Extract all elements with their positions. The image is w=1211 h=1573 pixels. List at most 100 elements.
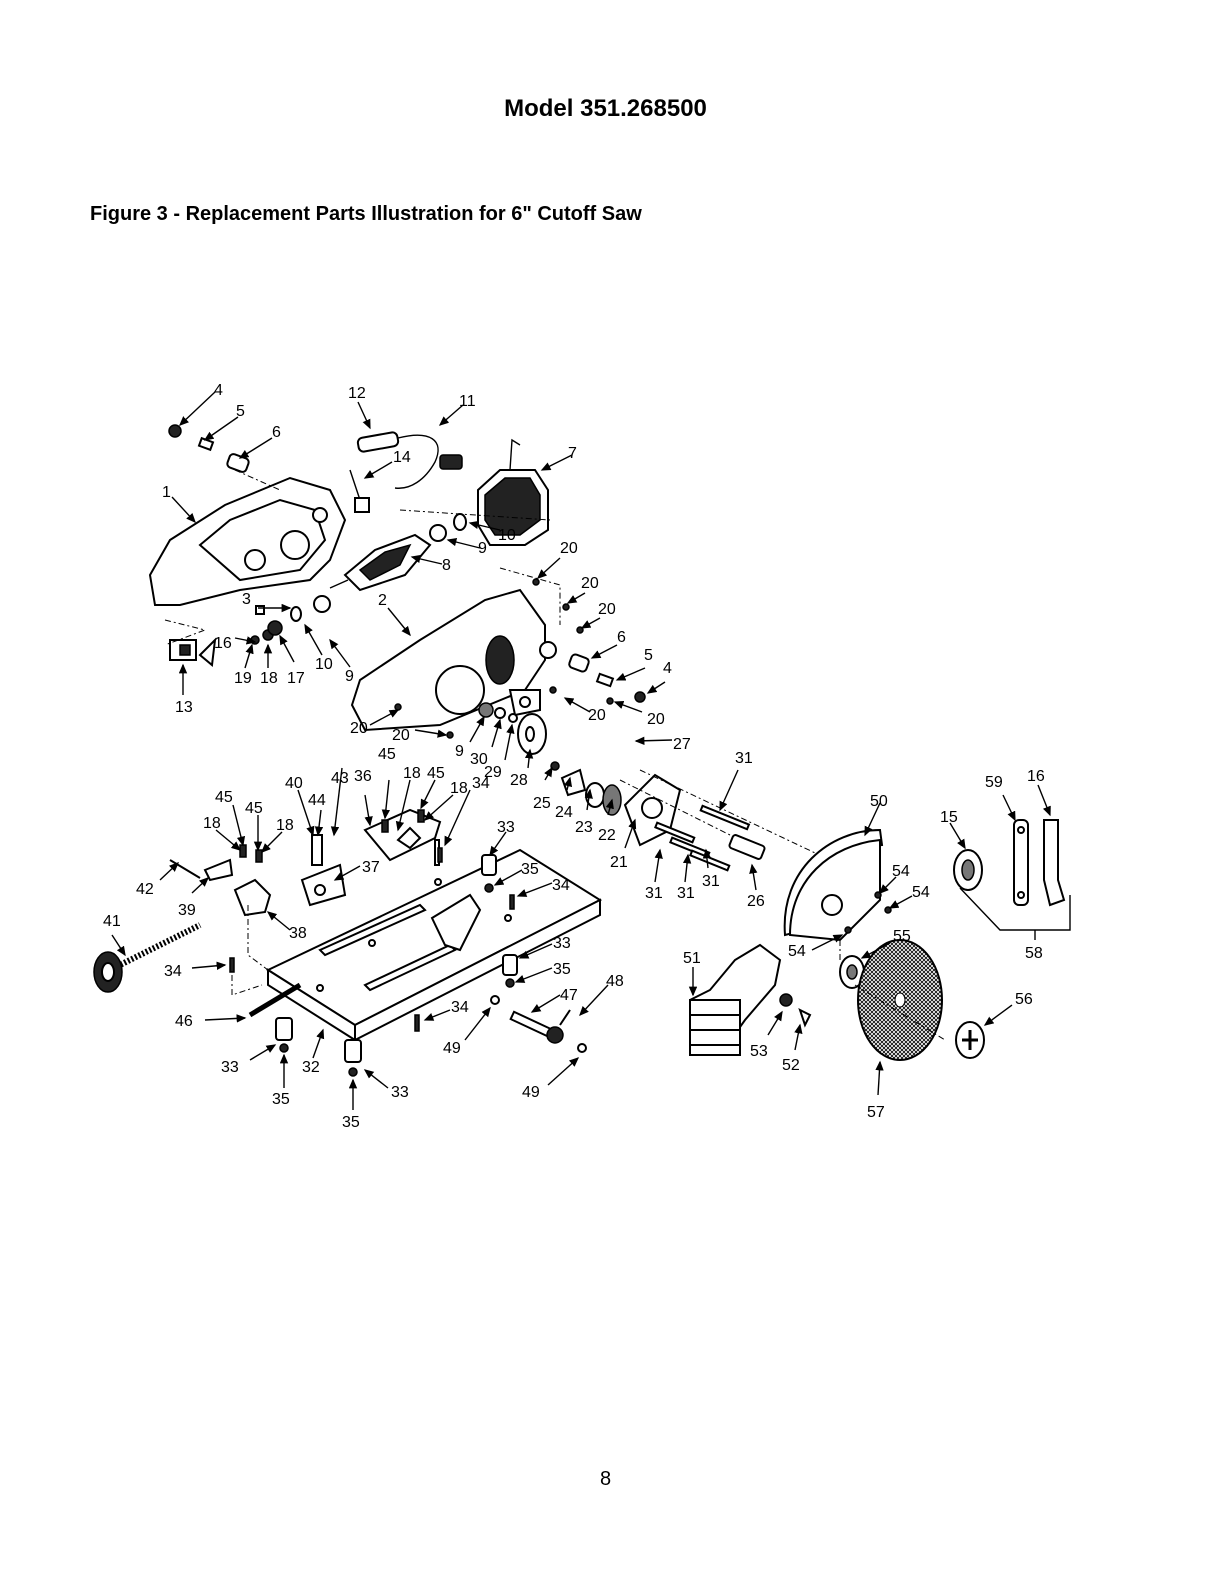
callout: 10 xyxy=(498,527,516,544)
motor-housing-left xyxy=(148,469,347,606)
callout: 53 xyxy=(750,1043,768,1060)
callout: 14 xyxy=(393,449,411,466)
callout: 3 xyxy=(242,591,251,608)
callout: 8 xyxy=(442,557,451,574)
callout: 41 xyxy=(103,913,121,930)
callout: 9 xyxy=(345,668,354,685)
callout: 13 xyxy=(175,699,193,716)
model-title: Model 351.268500 xyxy=(504,95,707,122)
callout: 9 xyxy=(455,743,464,760)
callout: 45 xyxy=(427,765,445,782)
callout: 30 xyxy=(470,751,488,768)
lead-screw-knob xyxy=(93,922,202,993)
callout: 18 xyxy=(260,670,278,687)
callout: 33 xyxy=(391,1084,409,1101)
callout: 20 xyxy=(588,707,606,724)
callout: 16 xyxy=(1027,768,1045,785)
callout: 57 xyxy=(867,1104,885,1121)
power-cord xyxy=(349,431,463,513)
figure-caption: Figure 3 - Replacement Parts Illustratio… xyxy=(90,203,642,225)
callout: 27 xyxy=(673,736,691,753)
callout: 49 xyxy=(443,1040,461,1057)
callout: 17 xyxy=(287,670,305,687)
callout: 26 xyxy=(747,893,765,910)
callout: 7 xyxy=(568,445,577,462)
callout: 43 xyxy=(331,770,349,787)
callout: 18 xyxy=(276,817,294,834)
callout: 24 xyxy=(555,804,573,821)
callout: 34 xyxy=(164,963,182,980)
callout: 42 xyxy=(136,881,154,898)
callout: 56 xyxy=(1015,991,1033,1008)
callout: 32 xyxy=(302,1059,320,1076)
callout: 18 xyxy=(450,780,468,797)
callout: 12 xyxy=(348,385,366,402)
callout: 37 xyxy=(362,859,380,876)
callout: 18 xyxy=(203,815,221,832)
callout: 25 xyxy=(533,795,551,812)
callout: 54 xyxy=(912,884,930,901)
pivot-pin xyxy=(248,982,587,1053)
callout: 44 xyxy=(308,792,326,809)
callout: 2 xyxy=(378,592,387,609)
callout: 45 xyxy=(245,800,263,817)
callout: 39 xyxy=(178,902,196,919)
callout: 35 xyxy=(342,1114,360,1131)
callout: 58 xyxy=(1025,945,1043,962)
callout: 49 xyxy=(522,1084,540,1101)
callout: 54 xyxy=(788,943,806,960)
callout: 5 xyxy=(644,647,653,664)
callout: 29 xyxy=(484,764,502,781)
callout: 20 xyxy=(647,711,665,728)
callout-leaders xyxy=(111,391,1051,1110)
callout: 54 xyxy=(892,863,910,880)
screws-20 xyxy=(394,578,614,739)
wrench-set xyxy=(953,819,1071,940)
callout: 35 xyxy=(521,861,539,878)
field-coil xyxy=(399,438,551,546)
callout: 33 xyxy=(553,935,571,952)
callout: 48 xyxy=(606,973,624,990)
callout: 45 xyxy=(215,789,233,806)
upper-wheel-guard xyxy=(783,828,892,966)
callout: 31 xyxy=(677,885,695,902)
brush-cap-set-top xyxy=(168,424,250,473)
callout: 38 xyxy=(289,925,307,942)
callout: 16 xyxy=(214,635,232,652)
spindle-and-screws xyxy=(654,804,766,872)
callout: 4 xyxy=(663,660,672,677)
callout: 33 xyxy=(497,819,515,836)
callout: 51 xyxy=(683,950,701,967)
bearing-top xyxy=(429,513,467,542)
callout: 36 xyxy=(354,768,372,785)
abrasive-wheel xyxy=(839,939,985,1061)
callout: 22 xyxy=(598,827,616,844)
callout: 6 xyxy=(272,424,281,441)
base-feet-and-screws xyxy=(229,847,518,1077)
callout: 21 xyxy=(610,854,628,871)
callout: 10 xyxy=(315,656,333,673)
bearing-bottom xyxy=(255,595,331,622)
callout: 31 xyxy=(702,873,720,890)
callout: 59 xyxy=(985,774,1003,791)
callout: 33 xyxy=(221,1059,239,1076)
callout: 31 xyxy=(735,750,753,767)
callout: 40 xyxy=(285,775,303,792)
armature xyxy=(329,533,432,592)
callout: 20 xyxy=(392,727,410,744)
callout: 20 xyxy=(350,720,368,737)
callout: 18 xyxy=(403,765,421,782)
callout: 47 xyxy=(560,987,578,1004)
callout: 4 xyxy=(214,382,223,399)
callout: 46 xyxy=(175,1013,193,1030)
callout: 20 xyxy=(581,575,599,592)
callout: 20 xyxy=(560,540,578,557)
callout: 34 xyxy=(472,775,490,792)
callout: 50 xyxy=(870,793,888,810)
callout: 34 xyxy=(451,999,469,1016)
callout: 19 xyxy=(234,670,252,687)
callout-labels: 4 5 6 12 11 14 7 1 10 9 8 20 20 20 6 5 4… xyxy=(103,382,1045,1131)
callout: 9 xyxy=(478,540,487,557)
motor-housing-right xyxy=(350,567,561,732)
